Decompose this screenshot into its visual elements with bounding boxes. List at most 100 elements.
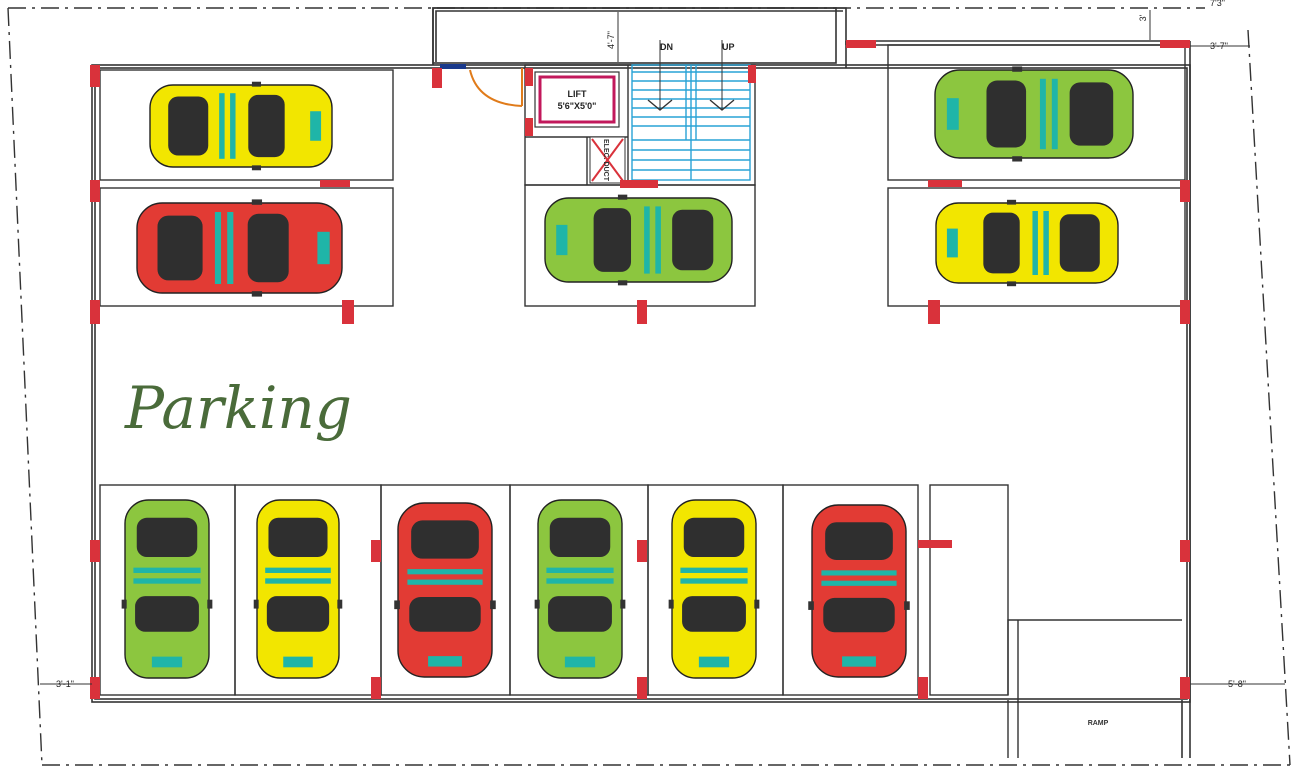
car-mirror <box>904 601 910 610</box>
car-yellow-5 <box>935 199 1119 287</box>
car-red-2 <box>136 199 343 297</box>
car-roof-stripe <box>680 567 748 573</box>
car-mirror <box>394 600 400 610</box>
car-roof-stripe <box>230 93 236 159</box>
ramp-area <box>929 484 1182 758</box>
dim-top-small: 4'-7" <box>606 31 616 49</box>
bay-walls-top-left <box>99 69 394 307</box>
car-rear-window <box>683 517 745 557</box>
car-roof-stripe <box>644 206 650 274</box>
car-mirror <box>1006 199 1017 205</box>
car-windshield <box>247 213 289 283</box>
car-green-4 <box>934 66 1134 162</box>
car-mirror <box>337 599 343 609</box>
dimension-marks <box>40 10 1285 685</box>
car-mirror <box>1012 66 1023 72</box>
car-roof-stripe <box>821 580 897 586</box>
car-windshield <box>409 596 481 632</box>
car-windshield <box>682 596 746 632</box>
car-roof-stripe <box>407 569 483 575</box>
car-windshield <box>266 596 330 632</box>
car-roof-stripe <box>265 578 331 584</box>
staircase <box>631 64 751 181</box>
car-roof-stripe <box>1032 211 1038 275</box>
lift: LIFT 5'6"X5'0" <box>534 71 620 128</box>
car-roof-stripe <box>821 570 897 576</box>
car-mirror <box>253 599 259 609</box>
bay-walls-top-right <box>887 44 1186 307</box>
car-windshield <box>983 212 1020 274</box>
car-rear-window <box>1059 214 1100 272</box>
car-yellow-10 <box>668 499 760 679</box>
car-windshield <box>986 80 1027 148</box>
car-mirror <box>207 599 213 609</box>
car-mirror <box>808 601 814 610</box>
car-roof-stripe <box>546 567 614 573</box>
car-mirror <box>1006 281 1017 287</box>
car-roof-stripe <box>133 567 201 573</box>
elec-duct: ELEC. DUCT <box>589 136 626 184</box>
car-hood-vent <box>564 656 596 668</box>
stair-up-arrow-icon <box>709 99 735 111</box>
car-mirror <box>251 199 263 205</box>
car-mirror <box>251 291 263 297</box>
car-rear-window <box>825 522 893 561</box>
car-rear-window <box>268 517 328 557</box>
car-mirror <box>251 165 262 171</box>
lift-size: 5'6"X5'0" <box>558 101 597 111</box>
car-rear-window <box>549 517 611 557</box>
dim-top-right-small: 3' <box>1138 14 1148 21</box>
car-roof-stripe <box>133 578 201 584</box>
stair-down-arrow-icon <box>647 99 673 111</box>
car-hood-vent <box>946 98 959 130</box>
car-hood-vent <box>946 228 958 258</box>
car-rear-window <box>157 215 203 281</box>
car-roof-stripe <box>219 93 225 159</box>
dim-corner: 7'3" <box>1210 0 1225 8</box>
car-rear-window <box>411 520 479 559</box>
car-hood-vent <box>428 656 462 667</box>
car-hood-vent <box>151 656 183 668</box>
car-hood-vent <box>283 656 313 668</box>
dim-right-bottom: 5'-8" <box>1228 679 1246 689</box>
car-mirror <box>121 599 127 609</box>
car-mirror <box>534 599 540 609</box>
car-roof-stripe <box>546 578 614 584</box>
car-hood-vent <box>842 656 876 667</box>
stair-up-label: UP <box>722 42 735 52</box>
car-hood-vent <box>317 231 330 265</box>
elec-duct-label: ELEC. DUCT <box>602 139 609 182</box>
car-roof-stripe <box>1043 211 1049 275</box>
car-windshield <box>593 208 632 272</box>
car-rear-window <box>672 209 714 271</box>
cars-layer <box>121 66 1134 679</box>
car-windshield <box>823 597 895 633</box>
car-rear-window <box>168 96 209 156</box>
car-red-11 <box>808 504 910 678</box>
car-mirror <box>620 599 626 609</box>
car-green-9 <box>534 499 626 679</box>
car-mirror <box>490 600 496 610</box>
car-hood-vent <box>310 111 322 141</box>
car-yellow-7 <box>253 499 343 679</box>
car-mirror <box>754 599 760 609</box>
car-windshield <box>248 94 285 158</box>
car-green-3 <box>544 194 733 286</box>
car-roof-stripe <box>1039 78 1046 150</box>
car-red-8 <box>394 502 496 678</box>
car-hood-vent <box>556 224 568 256</box>
car-mirror <box>251 81 262 87</box>
car-green-6 <box>121 499 213 679</box>
car-hood-vent <box>698 656 730 668</box>
parking-title: Parking <box>124 374 352 442</box>
lift-label: LIFT <box>568 89 587 99</box>
car-mirror <box>668 599 674 609</box>
car-roof-stripe <box>680 578 748 584</box>
car-roof-stripe <box>407 579 483 585</box>
car-windshield <box>548 596 612 632</box>
car-windshield <box>135 596 199 632</box>
car-rear-window <box>1069 82 1114 146</box>
car-roof-stripe <box>227 212 234 284</box>
